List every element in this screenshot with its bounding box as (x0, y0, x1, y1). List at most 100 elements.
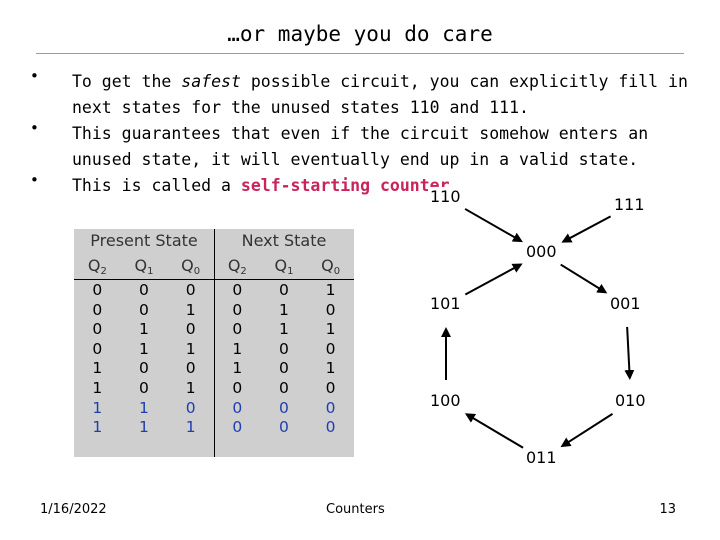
bullet-dot: • (30, 119, 39, 137)
state-110: 110 (428, 187, 463, 206)
footer-date: 1/16/2022 (40, 502, 107, 517)
next-cell: 1 (279, 320, 289, 339)
next-cell: 0 (325, 378, 336, 397)
next-cell: 0 (325, 300, 336, 319)
present-cell: 0 (92, 281, 103, 299)
present-cell: 1 (92, 378, 103, 397)
next-cell: 1 (279, 300, 289, 319)
bullet-1: • To get the safest possible circuit, you… (30, 67, 700, 121)
slide-title: …or maybe you do care (0, 22, 720, 46)
column-header-q2: Q2 (227, 256, 247, 277)
title-underline (36, 53, 684, 54)
page-number: 13 (659, 502, 676, 517)
transition-arrow-011-100 (464, 413, 524, 449)
bullet-3-text-a: This is called a (72, 176, 241, 195)
present-cell: 1 (185, 300, 196, 319)
table-row: 1 0 0 1 0 1 (74, 359, 354, 379)
next-cell: 0 (232, 398, 243, 417)
next-cell: 1 (325, 320, 336, 339)
next-cell: 0 (279, 398, 289, 417)
bullet-1-text-a: To get the (72, 72, 182, 91)
column-header-q2: Q2 (87, 256, 107, 277)
next-cell: 1 (232, 359, 243, 378)
column-header-q1: Q1 (274, 256, 294, 277)
present-cell: 0 (185, 398, 196, 417)
present-cell: 0 (92, 300, 103, 319)
present-cell: 0 (139, 359, 149, 378)
next-state-header: Next State (241, 231, 327, 250)
present-cell: 1 (92, 418, 103, 437)
state-010: 010 (613, 391, 648, 410)
next-cell: 0 (325, 418, 336, 437)
table-row: 0 0 1 0 1 0 (74, 301, 354, 321)
bullet-1-emphasis: safest (181, 72, 241, 91)
transition-arrow-010-011 (560, 413, 614, 448)
present-cell: 0 (185, 359, 196, 378)
next-cell: 0 (232, 418, 243, 437)
table-row: 1 1 0 0 0 0 (74, 399, 354, 419)
present-state-header: Present State (90, 231, 198, 250)
present-cell: 1 (92, 398, 103, 417)
transition-arrow-101-000 (464, 263, 523, 296)
state-011: 011 (524, 448, 559, 467)
table-row: 1 0 1 0 0 0 (74, 379, 354, 399)
next-cell: 0 (232, 281, 243, 299)
column-header-q0: Q0 (181, 256, 201, 277)
present-cell: 1 (185, 339, 196, 358)
transition-arrow-111-000 (561, 215, 612, 243)
present-cell: 0 (185, 281, 196, 299)
table-column-headers: Q2 Q1 Q0 Q2 Q1 Q0 (74, 256, 354, 278)
state-001: 001 (608, 294, 643, 313)
present-cell: 0 (139, 300, 149, 319)
present-cell: 1 (139, 320, 149, 339)
present-cell: 1 (185, 378, 196, 397)
present-cell: 0 (139, 281, 149, 299)
next-cell: 0 (279, 339, 289, 358)
present-cell: 1 (139, 398, 149, 417)
transition-arrow-110-000 (464, 208, 523, 243)
next-cell: 1 (232, 339, 243, 358)
column-header-q1: Q1 (134, 256, 154, 277)
next-cell: 0 (232, 300, 243, 319)
table-row: 0 0 0 0 0 1 (74, 281, 354, 301)
present-cell: 0 (139, 378, 149, 397)
present-cell: 0 (185, 320, 196, 339)
next-cell: 0 (279, 359, 289, 378)
next-cell: 0 (279, 281, 289, 299)
state-101: 101 (428, 294, 463, 313)
next-cell: 1 (325, 359, 336, 378)
present-cell: 1 (185, 418, 196, 437)
present-cell: 1 (92, 359, 103, 378)
next-cell: 0 (325, 398, 336, 417)
present-cell: 1 (139, 418, 149, 437)
table-divider (214, 229, 215, 457)
bullet-3-highlight: self-starting counter (240, 176, 450, 195)
state-000: 000 (524, 242, 559, 261)
bullet-2-text: This guarantees that even if the circuit… (72, 124, 649, 169)
footer-title: Counters (326, 502, 385, 517)
next-cell: 0 (279, 378, 289, 397)
bullet-dot: • (30, 171, 39, 189)
next-cell: 0 (232, 320, 243, 339)
state-100: 100 (428, 391, 463, 410)
next-cell: 0 (232, 378, 243, 397)
bullet-2: • This guarantees that even if the circui… (30, 119, 700, 173)
bullet-dot: • (30, 67, 39, 85)
transition-arrow-001-010 (624, 326, 635, 381)
next-cell: 1 (325, 281, 336, 299)
title-text: …or maybe you do care (227, 22, 493, 46)
bullet-3-text-b: . (449, 176, 460, 195)
state-111: 111 (612, 195, 647, 214)
bullet-1-text-b: possible circuit, you can explicitly fil… (72, 72, 688, 117)
table-row: 0 1 1 1 0 0 (74, 340, 354, 360)
bullet-3: • This is called a self-starting counter. (30, 171, 700, 199)
present-cell: 0 (92, 339, 103, 358)
present-cell: 1 (139, 339, 149, 358)
column-header-q0: Q0 (321, 256, 341, 277)
next-cell: 0 (325, 339, 336, 358)
table-group-headers: Present State Next State (74, 231, 354, 253)
